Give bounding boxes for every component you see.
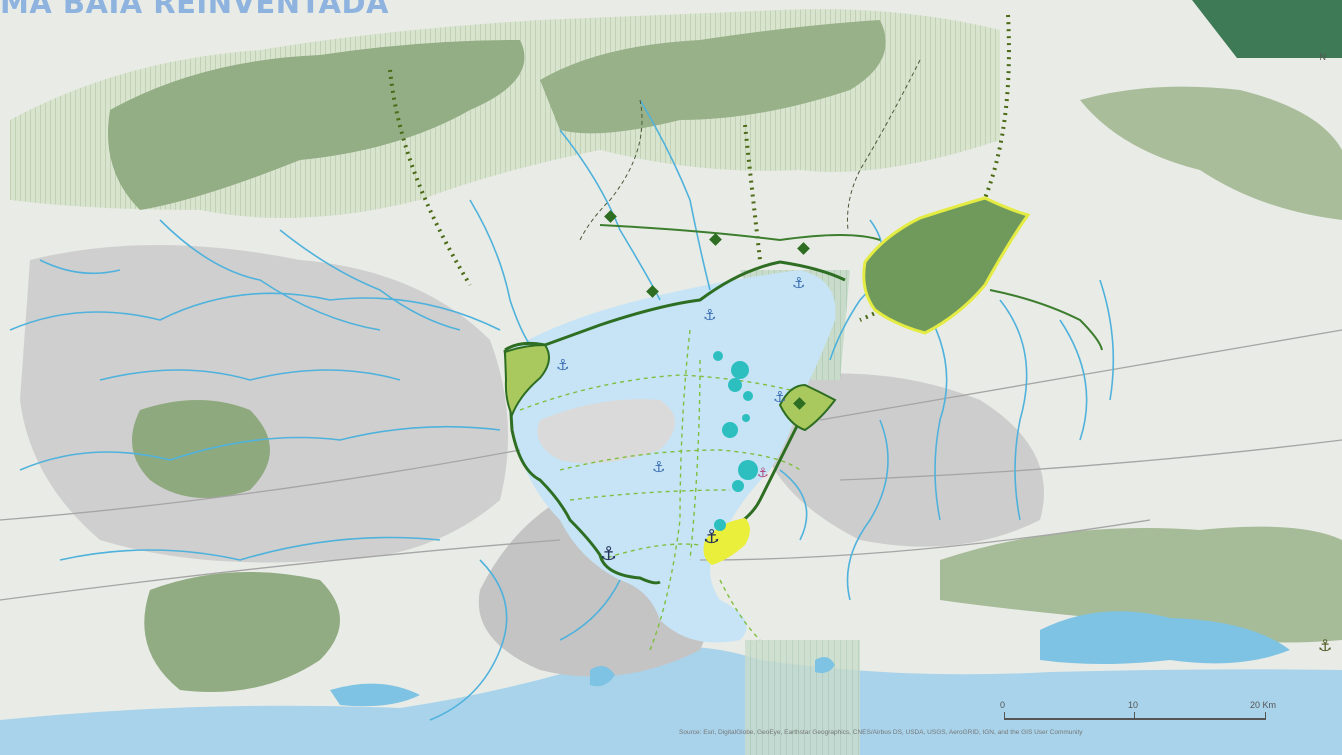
forest-northeast [1080,86,1342,221]
scale-tick [1134,712,1135,720]
highlight-park-northeast [862,196,1031,335]
anchor-icon: ⚓ [652,458,666,476]
forest-north-2 [540,20,886,134]
lagoon-southeast [1040,611,1290,664]
scale-tick [1004,712,1005,720]
rivers [9,99,1115,721]
scale-bar-line [1004,718,1266,720]
anchor-icon: ⚓ [1318,636,1333,655]
scale-label-0: 0 [1000,700,1006,710]
forest-north-1 [108,40,525,210]
hatched-zone-south [745,640,860,755]
scale-label-10: 10 [1128,700,1139,710]
lagoon-southwest [330,683,420,707]
forest-southwest [144,572,340,692]
apa-east-line [989,289,1103,351]
map-title: MA BAÍA REINVENTADA [0,0,389,20]
forest-southeast [940,526,1342,643]
anchor-icon: ⚓ [792,274,806,292]
anchor-icon: ⚓ [773,388,787,406]
anchor-icon: ⚓ [703,526,721,548]
lagoon-small-2 [815,656,835,674]
forest-west [132,400,270,498]
lagoon-small-1 [590,666,615,687]
roads [0,329,1342,601]
north-arrow-label: N [1319,52,1327,62]
highlight-yellow-south [703,518,750,565]
anchor-icon: ⚓ [600,543,618,565]
anchor-icon: ⚓ [556,356,570,374]
cyan-spots [713,351,758,531]
trails [579,59,921,241]
bay-water [510,270,836,643]
anchor-icon: ⚓ [703,306,717,324]
ocean [0,646,1342,755]
anchor-icon: ⚓ [757,466,769,481]
urban-west [20,245,508,563]
scale-bar: 0 10 20 Km [1000,700,1276,730]
source-attribution: Source: Esri, DigitalGlobe, GeoEye, Eart… [679,729,1083,736]
bay-island [537,399,675,464]
scale-tick [1265,712,1266,720]
urban-east [760,373,1044,547]
lime-area-west [503,343,550,418]
apa-north-line [599,224,881,242]
lime-area-east [778,383,837,432]
navigation-routes [519,329,801,651]
scale-label-20: 20 Km [1250,700,1277,710]
